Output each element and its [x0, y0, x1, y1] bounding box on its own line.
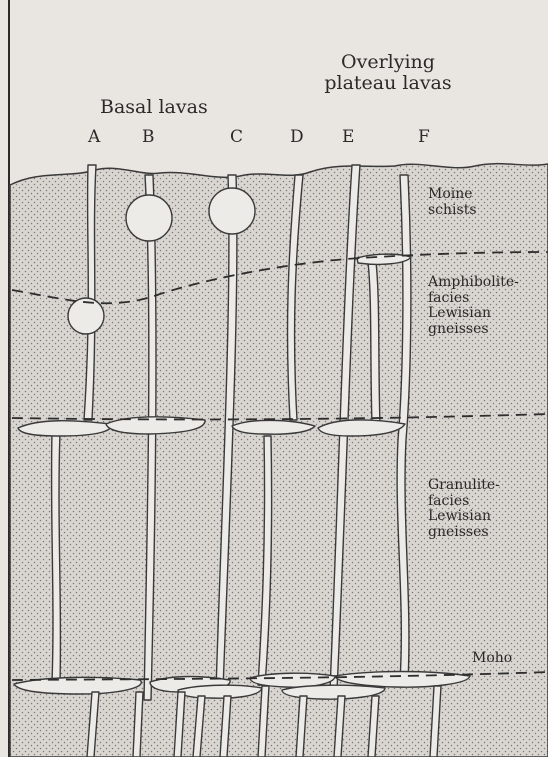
mid-sill-d: [232, 420, 315, 434]
zone-amph-line-1: Amphibolite-: [428, 275, 519, 291]
zone-label-granulite-facies: Granulite- facies Lewisian gneisses: [428, 478, 500, 541]
zone-gran-line-4: gneisses: [428, 525, 500, 541]
column-label-b: B: [142, 128, 155, 147]
heading-basal-lavas: Basal lavas: [100, 97, 208, 118]
column-label-f: F: [418, 128, 430, 147]
zone-amph-line-4: gneisses: [428, 322, 519, 338]
mid-sill-a: [18, 421, 111, 436]
magma-chamber-c: [209, 188, 255, 234]
column-label-e: E: [342, 128, 354, 147]
dike-a-lower: [52, 432, 61, 682]
magma-chamber-b: [126, 195, 172, 241]
magma-chamber-a: [68, 298, 104, 334]
zone-gran-line-2: facies: [428, 494, 500, 510]
zone-label-moine-schists: Moine schists: [428, 187, 477, 218]
zone-moine-line-1: Moine: [428, 187, 477, 203]
heading-overlying-plateau-lavas: Overlying plateau lavas: [313, 52, 463, 95]
zone-gran-line-1: Granulite-: [428, 478, 500, 494]
zone-amph-line-2: facies: [428, 291, 519, 307]
column-label-c: C: [230, 128, 243, 147]
heading-overlying-line-1: Overlying: [313, 52, 463, 73]
column-label-a: A: [88, 128, 100, 147]
heading-overlying-line-2: plateau lavas: [313, 73, 463, 94]
zone-label-amphibolite-facies: Amphibolite- facies Lewisian gneisses: [428, 275, 519, 338]
column-label-d: D: [290, 128, 304, 147]
zone-label-moho: Moho: [472, 651, 512, 667]
zone-amph-line-3: Lewisian: [428, 306, 519, 322]
zone-gran-line-3: Lewisian: [428, 509, 500, 525]
zone-moine-line-2: schists: [428, 203, 477, 219]
